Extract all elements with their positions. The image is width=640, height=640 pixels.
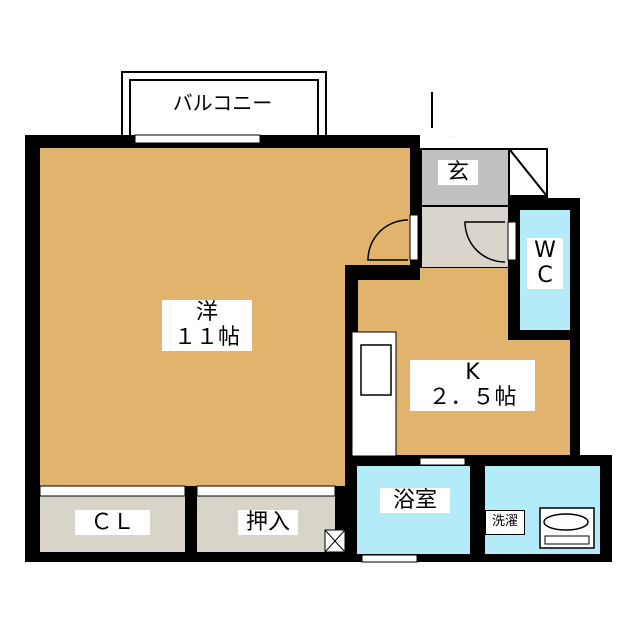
closet-label: ＣＬ — [75, 510, 150, 536]
kitchen-name: K — [465, 360, 480, 385]
kitchen-label: K ２．５帖 — [410, 360, 535, 411]
wc-label-line1: W — [534, 238, 556, 263]
wc-label: W C — [527, 238, 563, 289]
balcony-label: バルコニー — [150, 92, 295, 115]
oshiire-label: 押入 — [238, 510, 298, 536]
bathroom-label: 浴室 — [380, 488, 450, 514]
sink — [360, 344, 392, 396]
kitchen-size: ２．５帖 — [428, 385, 517, 411]
room-door[interactable] — [367, 219, 409, 261]
wc-label-line2: C — [537, 263, 553, 289]
wc-door[interactable] — [464, 221, 506, 263]
western-room-label: 洋 １１帖 — [162, 300, 252, 351]
western-room-name: 洋 — [195, 300, 218, 325]
western-room-size: １１帖 — [173, 325, 240, 351]
entrance-label: 玄 — [438, 160, 478, 186]
hall — [422, 207, 508, 267]
washer-label: 洗濯 — [485, 510, 525, 535]
